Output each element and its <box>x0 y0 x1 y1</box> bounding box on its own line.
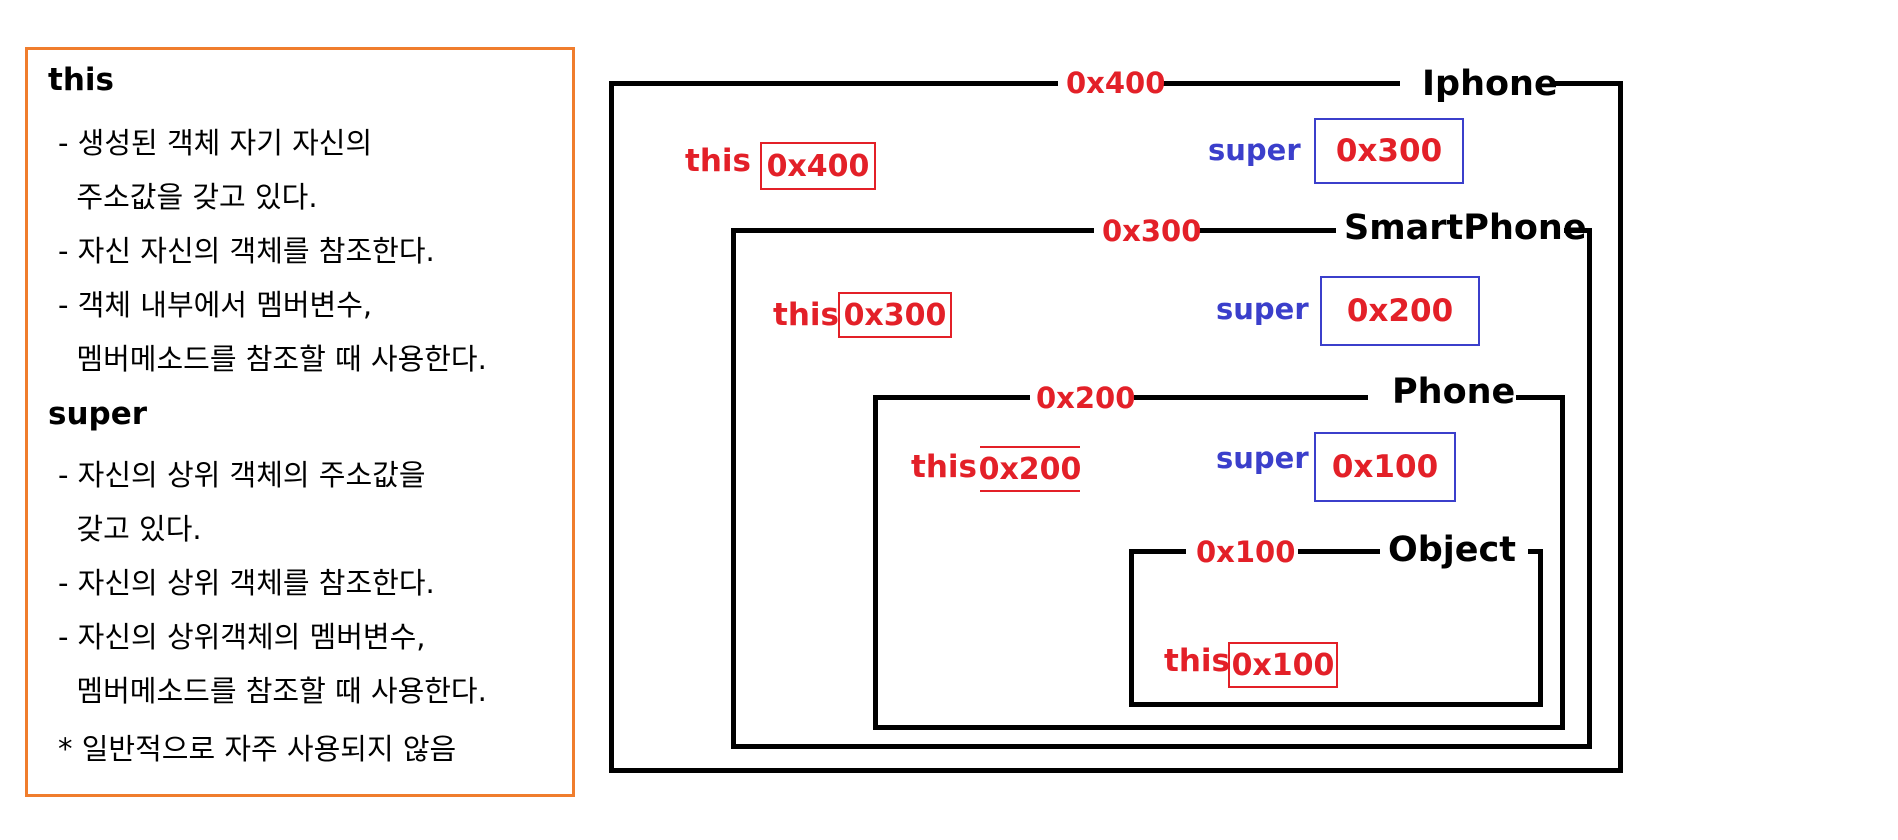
iphone-super-value: 0x300 <box>1314 118 1464 184</box>
explanation-panel: this - 생성된 객체 자기 자신의 주소값을 갖고 있다. - 자신 자신… <box>25 47 575 797</box>
smartphone-this-label: this <box>773 297 839 333</box>
this-line-2: 주소값을 갖고 있다. <box>58 180 318 214</box>
super-line-2: 갖고 있다. <box>58 512 202 546</box>
object-address: 0x100 <box>1196 535 1296 569</box>
iphone-this-value: 0x400 <box>760 142 876 190</box>
iphone-address: 0x400 <box>1066 66 1166 100</box>
phone-title: Phone <box>1392 372 1516 412</box>
this-line-3: - 자신 자신의 객체를 참조한다. <box>58 234 435 268</box>
object-this-label: this <box>1164 643 1230 679</box>
phone-this-label: this <box>911 449 977 485</box>
super-line-1: - 자신의 상위 객체의 주소값을 <box>58 458 426 492</box>
this-line-1: - 생성된 객체 자기 자신의 <box>58 126 373 160</box>
object-frame <box>1129 549 1543 707</box>
iphone-this-label: this <box>685 143 751 179</box>
phone-frame-gap-address <box>1030 392 1134 404</box>
this-line-4: - 객체 내부에서 멤버변수, <box>58 288 373 322</box>
super-line-5: 멤버메소드를 참조할 때 사용한다. <box>58 674 487 708</box>
phone-this-value: 0x200 <box>979 446 1081 492</box>
super-line-3: - 자신의 상위 객체를 참조한다. <box>58 566 435 600</box>
smartphone-super-label: super <box>1216 292 1309 326</box>
this-heading: this <box>48 62 114 98</box>
smartphone-super-value: 0x200 <box>1320 276 1480 346</box>
smartphone-address: 0x300 <box>1102 214 1202 248</box>
phone-super-label: super <box>1216 441 1309 475</box>
smartphone-frame-gap-address <box>1094 225 1198 237</box>
phone-frame-gap-title <box>1368 392 1516 404</box>
object-title: Object <box>1388 530 1517 570</box>
iphone-frame-gap-address <box>1058 78 1162 90</box>
phone-super-value: 0x100 <box>1314 432 1456 502</box>
object-frame-gap-title <box>1380 546 1528 558</box>
smartphone-this-value: 0x300 <box>838 292 952 338</box>
smartphone-title: SmartPhone <box>1344 208 1587 248</box>
phone-frame <box>873 395 1565 730</box>
super-line-6: * 일반적으로 자주 사용되지 않음 <box>58 732 457 766</box>
smartphone-frame-gap-title <box>1336 225 1564 237</box>
iphone-super-label: super <box>1208 133 1301 167</box>
iphone-frame-gap-title <box>1400 78 1552 90</box>
super-heading: super <box>48 396 148 432</box>
phone-address: 0x200 <box>1036 381 1136 415</box>
super-line-4: - 자신의 상위객체의 멤버변수, <box>58 620 426 654</box>
iphone-title: Iphone <box>1422 64 1558 104</box>
object-this-value: 0x100 <box>1228 642 1338 688</box>
this-line-5: 멤버메소드를 참조할 때 사용한다. <box>58 342 487 376</box>
object-frame-gap-address <box>1186 546 1298 558</box>
